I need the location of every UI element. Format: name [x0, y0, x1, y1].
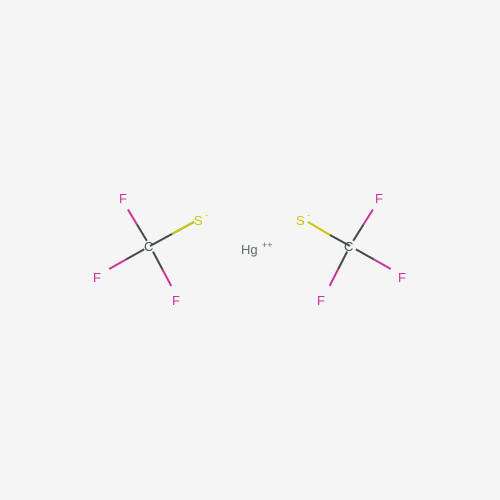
bond-c-s-left-s-half — [171, 221, 195, 235]
bond-c-f-left-left-c-half — [125, 248, 145, 261]
bond-c-f-bottom-right — [328, 269, 339, 287]
charge-hg: ++ — [262, 240, 273, 250]
bond-c-s-right — [329, 234, 351, 247]
fragment-left: F F F C S - — [93, 191, 208, 308]
atom-f-bottom-right: F — [317, 293, 325, 308]
bond-c-f-bottom-left — [161, 269, 173, 287]
atom-c-right: C — [344, 239, 353, 254]
atom-f-right-right: F — [398, 270, 406, 285]
bond-c-f-bottom-right-c-half — [337, 251, 349, 270]
bond-c-f-left-left — [108, 258, 127, 270]
atom-f-top-right: F — [375, 191, 383, 206]
bond-c-f-top-left-c-half — [136, 223, 148, 242]
atom-s-left: S — [194, 213, 203, 228]
atom-f-top-left: F — [119, 191, 127, 206]
bond-c-f-top-right-c-half — [352, 223, 365, 242]
metal-center: Hg ++ — [241, 240, 273, 257]
bond-c-f-bottom-left-c-half — [152, 251, 164, 270]
bond-c-f-right-right-c-half — [355, 248, 375, 261]
bond-c-f-top-left — [127, 208, 138, 226]
atom-hg: Hg — [241, 242, 258, 257]
bond-c-f-right-right — [373, 258, 392, 270]
atom-f-bottom-left: F — [172, 293, 180, 308]
atom-s-right: S — [296, 213, 305, 228]
charge-s-left: - — [205, 210, 208, 220]
charge-s-right: - — [307, 210, 310, 220]
bond-c-s-right-s-half — [307, 221, 331, 236]
atom-c-left: C — [144, 239, 153, 254]
fragment-right: S - C F F F — [296, 191, 406, 308]
atom-f-left-left: F — [93, 270, 101, 285]
bond-c-f-top-right — [362, 208, 374, 226]
